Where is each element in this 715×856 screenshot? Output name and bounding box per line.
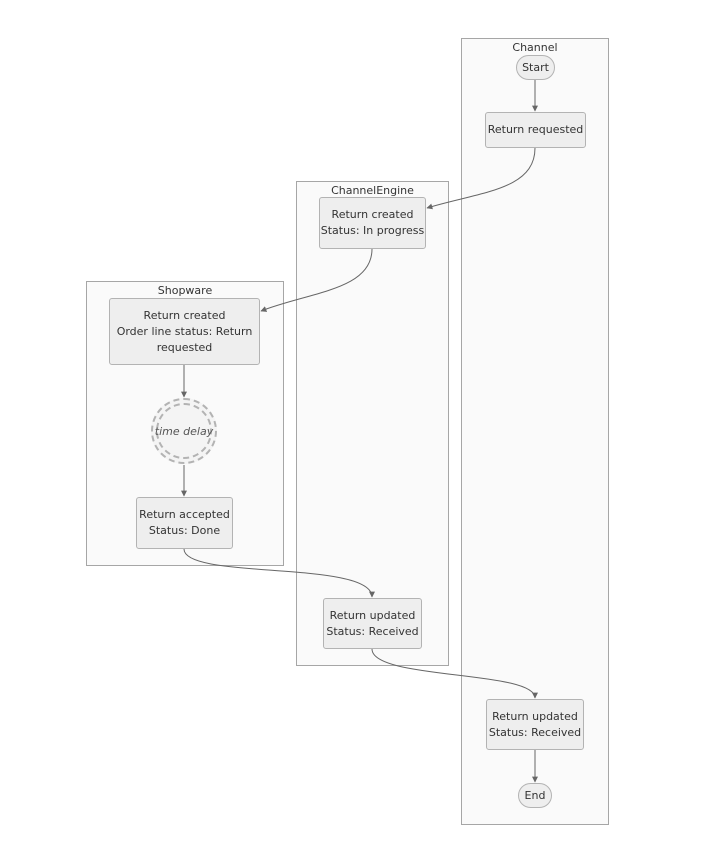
time-delay-label: time delay <box>154 424 214 438</box>
lane-channel-engine: ChannelEngine <box>296 181 449 666</box>
start-label: Start <box>522 60 549 74</box>
edge-return-requested-to-ce-created <box>426 147 536 210</box>
sw-return-created-node: Return created Order line status: Return… <box>109 298 260 365</box>
lane-shopware-title: Shopware <box>157 284 213 297</box>
ce-return-created-node: Return created Status: In progress <box>319 197 426 249</box>
sw-return-accepted-line2: Status: Done <box>148 524 221 537</box>
ce-return-updated-line2: Status: Received <box>326 624 419 638</box>
sw-return-created-line1: Return created <box>143 308 226 322</box>
channel-return-updated-node: Return updated Status: Received <box>486 699 584 750</box>
channel-return-updated-line2: Status: Received <box>488 725 582 739</box>
ce-return-updated-line1: Return updated <box>329 608 416 622</box>
channel-return-updated-line1: Return updated <box>492 709 578 723</box>
end-node: End <box>518 783 552 808</box>
edge-ce-updated-to-ch-updated <box>371 648 538 699</box>
edge-accepted-to-ce-updated <box>183 548 375 598</box>
start-node: Start <box>516 55 555 80</box>
ce-return-created-line1: Return created <box>331 208 414 221</box>
sw-return-created-line3: requested <box>156 340 213 354</box>
ce-return-created-line2: Status: In progress <box>320 224 425 237</box>
ce-return-updated-node: Return updated Status: Received <box>323 598 422 649</box>
sw-return-created-line2: Order line status: Return <box>116 324 253 338</box>
sw-return-accepted-line1: Return accepted <box>139 508 230 521</box>
sw-return-accepted-node: Return accepted Status: Done <box>136 497 233 549</box>
time-delay-node: time delay <box>151 398 217 464</box>
lane-channel-title: Channel <box>512 41 558 54</box>
edge-ce-created-to-sw-created <box>260 248 373 312</box>
lane-channel-engine-title: ChannelEngine <box>331 184 414 197</box>
end-label: End <box>524 788 546 802</box>
return-requested-label: Return requested <box>487 123 584 136</box>
return-requested-node: Return requested <box>485 112 586 148</box>
